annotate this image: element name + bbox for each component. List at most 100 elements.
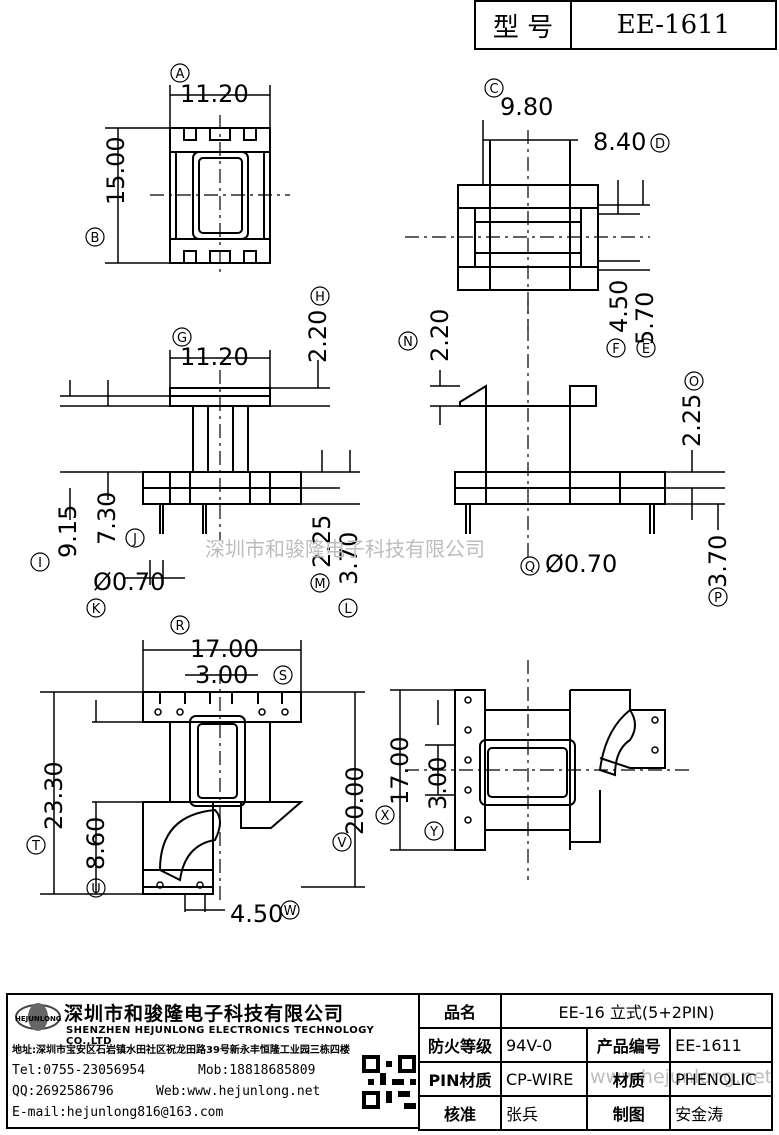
top-view-a bbox=[105, 85, 290, 275]
company-email: E-mail:hejunlong816@163.com bbox=[12, 1105, 224, 1120]
marker-circle-r bbox=[170, 615, 190, 635]
marker-circle-v bbox=[332, 832, 352, 852]
draw-value: 安金涛 bbox=[669, 1095, 773, 1131]
model-label: 型 号 bbox=[492, 12, 554, 43]
marker-label-k: K bbox=[92, 602, 101, 617]
code-label: 产品编号 bbox=[586, 1027, 672, 1063]
marker-label-f: F bbox=[612, 342, 619, 357]
front-view-g bbox=[60, 350, 360, 585]
marker-circle-a bbox=[170, 63, 190, 83]
marker-label-h: H bbox=[315, 290, 325, 305]
dim-front-width: 11.20 bbox=[180, 343, 249, 371]
marker-label-m: M bbox=[314, 577, 325, 592]
marker-circle-d bbox=[650, 133, 670, 153]
dim-front-total: 9.15 bbox=[54, 505, 82, 558]
model-value: EE-1611 bbox=[616, 10, 731, 40]
marker-circle-h bbox=[310, 286, 330, 306]
title-block: 品名 EE-16 立式(5+2PIN) 防火等级 94V-0 产品编号 EE-1… bbox=[418, 993, 773, 1131]
model-value-cell: EE-1611 bbox=[570, 0, 777, 50]
dim-side-h2: 5.70 bbox=[631, 292, 659, 345]
draw-label: 制图 bbox=[586, 1095, 672, 1131]
marker-label-t: T bbox=[31, 839, 40, 854]
marker-label-p: P bbox=[714, 591, 722, 606]
marker-circle-o bbox=[684, 371, 704, 391]
marker-label-o: O bbox=[689, 375, 699, 390]
marker-label-l: L bbox=[344, 602, 352, 617]
company-mob: Mob:18818685809 bbox=[198, 1063, 316, 1078]
marker-circle-m bbox=[310, 573, 330, 593]
dim-top-width: 11.20 bbox=[180, 80, 249, 108]
marker-label-c: C bbox=[489, 82, 498, 97]
dim-bot-width: 17.00 bbox=[190, 635, 259, 663]
company-cn-name: 深圳市和骏隆电子科技有限公司 bbox=[64, 1003, 345, 1025]
mat-value: PHENOLIC bbox=[669, 1061, 773, 1097]
marker-circle-k bbox=[86, 598, 106, 618]
dim-bot-pin-pitch: 4.50 bbox=[230, 900, 283, 928]
marker-circle-w bbox=[280, 900, 300, 920]
fire-label: 防火等级 bbox=[418, 1027, 502, 1063]
check-value: 张兵 bbox=[499, 1095, 589, 1131]
mat-label: 材质 bbox=[586, 1061, 672, 1097]
marker-label-v: V bbox=[338, 836, 347, 851]
marker-circle-u bbox=[86, 878, 106, 898]
dim-right-h: 2.25 bbox=[678, 394, 706, 447]
dim-top-height: 15.00 bbox=[102, 136, 130, 205]
marker-label-j: J bbox=[132, 532, 137, 547]
dim-bot-total: 23.30 bbox=[40, 761, 68, 830]
dim-right-pin-h: 3.70 bbox=[704, 535, 732, 588]
company-qq: QQ:2692586796 bbox=[12, 1084, 114, 1099]
company-web: Web:www.hejunlong.net bbox=[156, 1084, 321, 1099]
marker-label-x: X bbox=[381, 809, 390, 824]
side-view-c bbox=[405, 120, 650, 330]
check-label: 核准 bbox=[418, 1095, 502, 1131]
marker-circle-y bbox=[424, 821, 444, 841]
dim-br-pitch: 3.00 bbox=[424, 757, 452, 810]
dim-right-pin-dia: Ø0.70 bbox=[545, 550, 617, 578]
watermark-company: 深圳市和骏隆电子科技有限公司 bbox=[205, 537, 485, 561]
bottom-view-r bbox=[40, 640, 365, 912]
dim-pin-dia: Ø0.70 bbox=[93, 568, 165, 596]
dim-pin-h1: 2.25 bbox=[308, 515, 336, 568]
marker-label-g: G bbox=[177, 331, 187, 346]
marker-label-q: Q bbox=[525, 560, 535, 575]
marker-label-r: R bbox=[175, 619, 184, 634]
marker-label-s: S bbox=[279, 669, 287, 684]
pin-label: PIN材质 bbox=[418, 1061, 502, 1097]
dim-right-flange: 2.20 bbox=[426, 309, 454, 362]
marker-label-u: U bbox=[91, 882, 101, 897]
marker-label-b: B bbox=[91, 231, 100, 246]
dim-pin-h2: 3.70 bbox=[335, 532, 363, 585]
marker-circle-f bbox=[606, 338, 626, 358]
marker-circle-e bbox=[636, 338, 656, 358]
name-label: 品名 bbox=[418, 993, 502, 1029]
marker-circle-i bbox=[30, 552, 50, 572]
marker-label-i: I bbox=[38, 556, 42, 571]
marker-circle-b bbox=[85, 227, 105, 247]
marker-label-w: W bbox=[284, 904, 297, 919]
marker-circle-x bbox=[375, 805, 395, 825]
dim-front-flange: 2.20 bbox=[304, 310, 332, 363]
marker-circle-p bbox=[708, 587, 728, 607]
dim-side-h1: 4.50 bbox=[605, 280, 633, 333]
name-value: EE-16 立式(5+2PIN) bbox=[500, 993, 773, 1029]
dim-front-body: 7.30 bbox=[93, 492, 121, 545]
dim-bot-body: 20.00 bbox=[341, 766, 369, 835]
marker-circle-g bbox=[172, 327, 192, 347]
marker-circle-j bbox=[125, 528, 145, 548]
company-tel: Tel:0755-23056954 bbox=[12, 1063, 146, 1078]
code-value: EE-1611 bbox=[669, 1027, 773, 1063]
marker-circle-t bbox=[26, 835, 46, 855]
technical-drawing: 11.20 15.00 9.80 8.40 4.50 5.70 11.20 2.… bbox=[26, 63, 732, 928]
logo-text: HEJUNLONG bbox=[15, 1015, 62, 1023]
pin-value: CP-WIRE bbox=[499, 1061, 589, 1097]
marker-label-y: Y bbox=[429, 825, 438, 840]
marker-circle-c bbox=[484, 78, 504, 98]
qr-code-icon bbox=[362, 1055, 416, 1109]
marker-label-a: A bbox=[176, 67, 185, 82]
dim-bot-lower: 8.60 bbox=[82, 817, 110, 870]
hejunlong-logo-icon: HEJUNLONG bbox=[15, 1003, 62, 1031]
marker-circle-q bbox=[520, 556, 540, 576]
marker-circle-n bbox=[398, 331, 418, 351]
dim-br-width: 17.00 bbox=[386, 736, 414, 805]
dim-bot-pitch: 3.00 bbox=[195, 661, 248, 689]
